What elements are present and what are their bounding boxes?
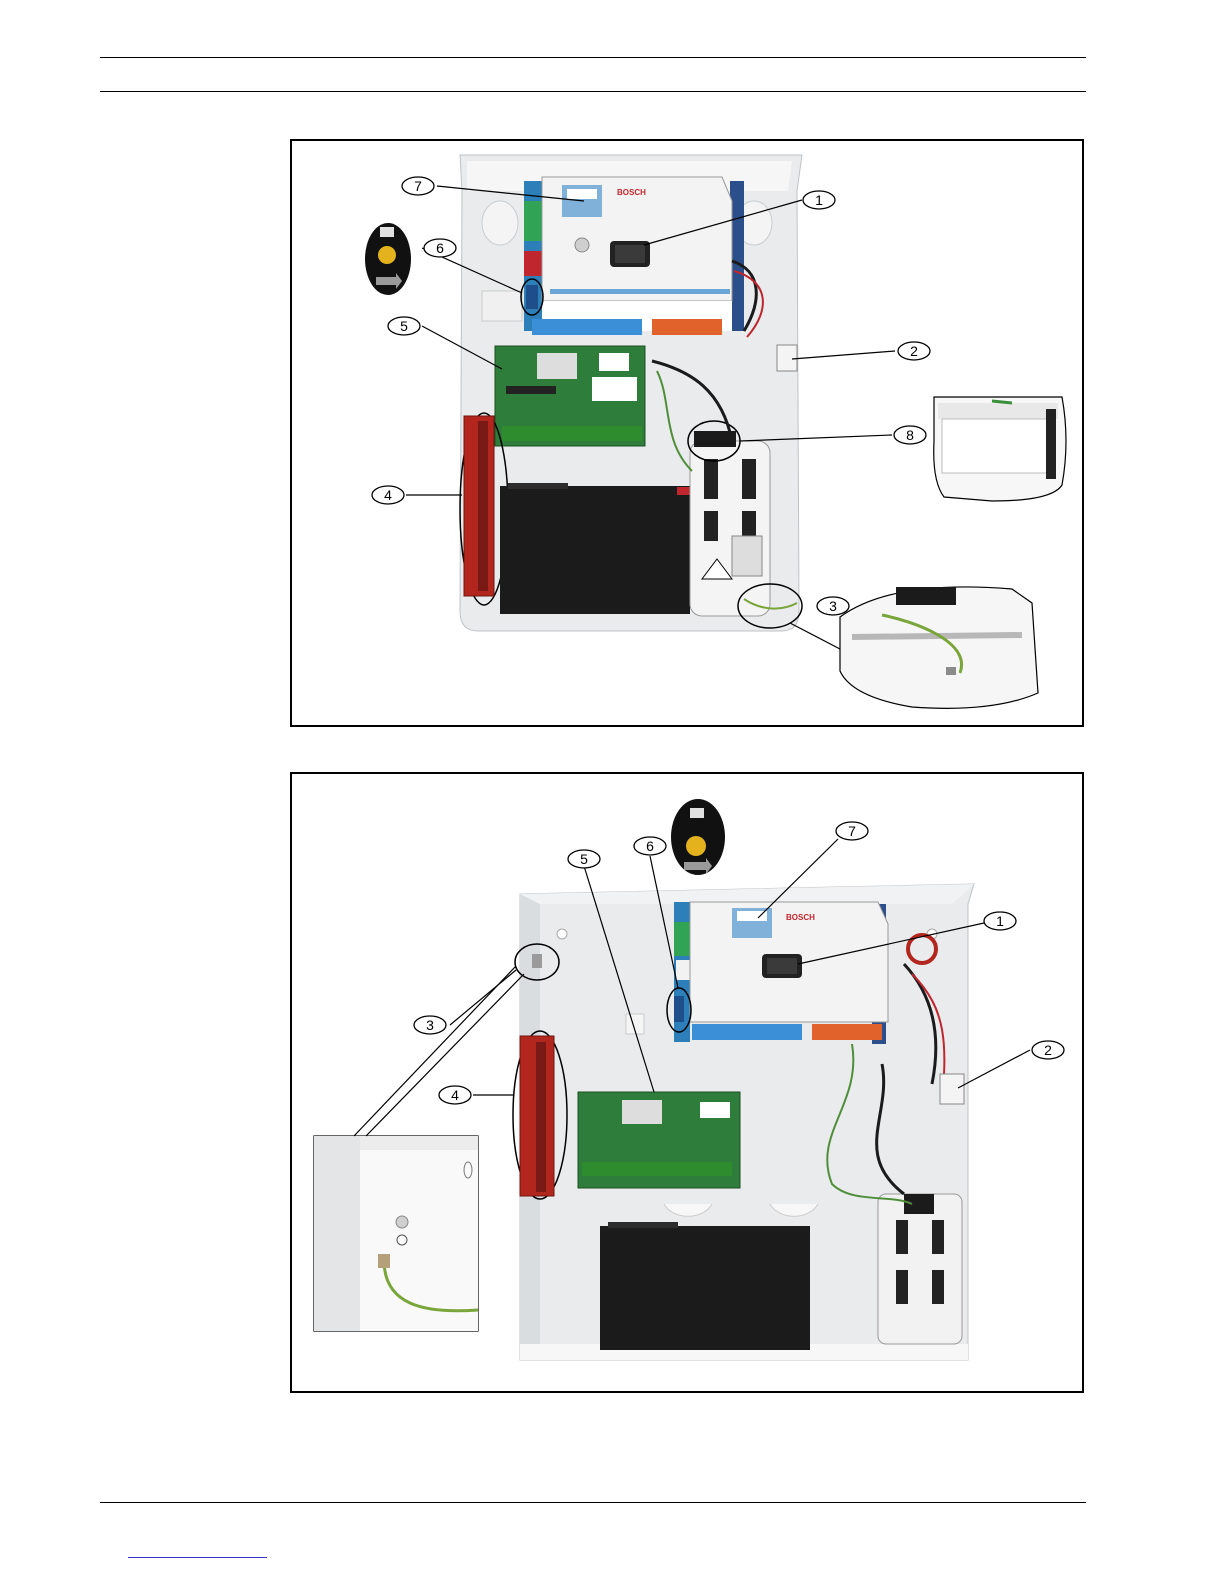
callout-4: 4: [439, 1086, 471, 1104]
svg-text:1: 1: [996, 913, 1004, 929]
callout-6: 6: [634, 837, 666, 855]
svg-text:5: 5: [580, 851, 588, 867]
svg-text:7: 7: [848, 823, 856, 839]
expansion-board: [578, 1092, 740, 1188]
tamper-switch-inset-icon: [671, 799, 725, 875]
footer-rule: [100, 1502, 1086, 1503]
svg-text:6: 6: [436, 240, 444, 256]
callout-2: 2: [1032, 1041, 1064, 1059]
svg-text:4: 4: [384, 487, 392, 503]
svg-text:3: 3: [426, 1017, 434, 1033]
figure-top: BOSCH: [290, 139, 1084, 727]
figure-bottom: BOSCH: [290, 772, 1084, 1393]
callout-3: 3: [817, 597, 849, 615]
svg-text:8: 8: [906, 427, 914, 443]
callout-1: 1: [984, 912, 1016, 930]
figure-bottom-illustration: BOSCH: [292, 774, 1084, 1393]
callout-2: 2: [898, 342, 930, 360]
phone-connection-inset-icon: [934, 397, 1066, 501]
callout-4: 4: [372, 486, 404, 504]
callout-5: 5: [388, 317, 420, 335]
figure-top-illustration: BOSCH: [292, 141, 1084, 727]
svg-text:BOSCH: BOSCH: [786, 913, 815, 922]
callout-8: 8: [894, 426, 926, 444]
svg-text:1: 1: [815, 192, 823, 208]
svg-text:3: 3: [829, 598, 837, 614]
battery: [500, 483, 691, 614]
footer-link-underline[interactable]: [128, 1557, 267, 1558]
header-rule-bottom: [100, 91, 1086, 92]
svg-text:7: 7: [414, 178, 422, 194]
callout-5: 5: [568, 850, 600, 868]
callout-3: 3: [414, 1016, 446, 1034]
callout-1: 1: [803, 191, 835, 209]
svg-text:4: 4: [451, 1087, 459, 1103]
callout-6: 6: [424, 239, 456, 257]
svg-text:2: 2: [1044, 1042, 1052, 1058]
ground-wire-inset-icon: [314, 1136, 478, 1331]
svg-text:5: 5: [400, 318, 408, 334]
svg-text:6: 6: [646, 838, 654, 854]
callout-7: 7: [402, 177, 434, 195]
ground-wire-inset-icon: [840, 587, 1038, 708]
tamper-switch-inset-icon: [365, 223, 411, 295]
control-panel-module: BOSCH: [524, 177, 763, 337]
svg-text:BOSCH: BOSCH: [617, 188, 646, 197]
callout-7: 7: [836, 822, 868, 840]
battery: [600, 1222, 810, 1350]
expansion-board: [495, 346, 645, 446]
svg-text:2: 2: [910, 343, 918, 359]
header-rule-top: [100, 57, 1086, 58]
